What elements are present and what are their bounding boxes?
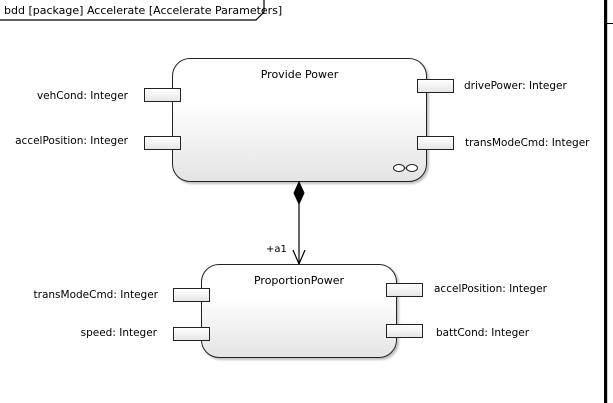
- association-role-label: +a1: [266, 244, 287, 255]
- port-label-transmodecmd-out: transModeCmd: Integer: [465, 137, 590, 149]
- port-label-accelposition-in: accelPosition: Integer: [434, 283, 547, 295]
- frame-tab-outline: [0, 0, 265, 21]
- scrollbar-tick: [607, 23, 613, 24]
- port-label-battcond: battCond: Integer: [436, 327, 530, 339]
- port-vehcond[interactable]: [144, 88, 181, 102]
- port-battcond[interactable]: [386, 324, 423, 338]
- port-label-accelposition: accelPosition: Integer: [15, 135, 128, 147]
- decomposition-icon: [393, 164, 418, 172]
- block-proportion-power[interactable]: ProportionPower: [201, 264, 397, 358]
- block-title: ProportionPower: [253, 274, 344, 287]
- port-transmodecmd-out[interactable]: [417, 136, 454, 150]
- port-label-transmodecmd-in: transModeCmd: Integer: [33, 289, 158, 301]
- port-transmodecmd-in[interactable]: [173, 288, 210, 302]
- port-accelposition-in[interactable]: [386, 283, 423, 297]
- frame-label: bdd [package] Accelerate [Accelerate Par…: [4, 4, 283, 17]
- port-label-speed: speed: Integer: [80, 327, 157, 339]
- composite-diamond-icon: [293, 180, 305, 206]
- block-title: Provide Power: [260, 68, 339, 81]
- port-drivepower[interactable]: [417, 79, 454, 93]
- port-label-vehcond: vehCond: Integer: [36, 90, 128, 102]
- port-speed[interactable]: [173, 327, 210, 341]
- vertical-scrollbar[interactable]: [607, 0, 613, 403]
- block-provide-power[interactable]: Provide Power: [172, 58, 427, 182]
- port-accelposition[interactable]: [144, 136, 181, 150]
- frame-right-border: [604, 0, 607, 403]
- port-label-drivepower: drivePower: Integer: [464, 80, 567, 92]
